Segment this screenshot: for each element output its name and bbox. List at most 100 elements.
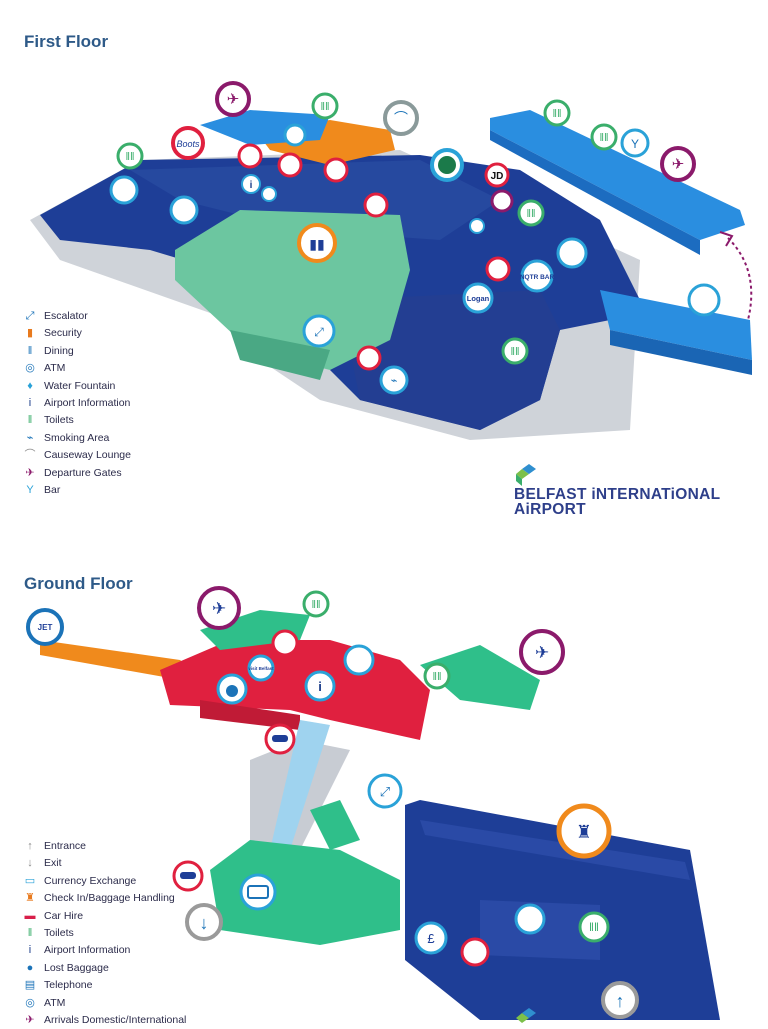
bar-pin[interactable]: Y [620, 128, 650, 158]
ground-right-building[interactable] [420, 645, 540, 710]
dining-pin[interactable] [109, 175, 139, 205]
car-hire-pin[interactable] [264, 723, 296, 755]
nqtr-bar-label: NQTR BAR [520, 274, 555, 281]
shop-pin[interactable] [460, 937, 490, 967]
toilets-pin[interactable]: ǁǁ [501, 337, 529, 365]
security-zone[interactable] [175, 210, 410, 370]
first-floor-pins: ✈ ǁǁ ⌒ Boots ǁǁ JD ǁǁ ǁǁ Y ✈ i ǁǁ ▮▮ NQT… [109, 81, 721, 395]
smoking-pin[interactable] [323, 157, 349, 183]
toilets-pin[interactable]: ǁǁ [543, 99, 571, 127]
dining-pin[interactable] [169, 195, 199, 225]
legend-item-arrivals-domestic-international: ✈Arrivals Domestic/International [22, 1012, 186, 1029]
departure-gates-pin[interactable] [490, 189, 514, 213]
ground-floor-title: Ground Floor [24, 574, 133, 593]
jet-lounge-corridor[interactable] [40, 640, 200, 678]
legend-label: Entrance [44, 840, 87, 852]
information-icon: i [28, 944, 32, 957]
svg-text:£: £ [427, 931, 435, 946]
legend-label: Escalator [44, 310, 88, 322]
information-pin[interactable]: i [304, 670, 336, 702]
boots-pin[interactable]: Boots [171, 126, 205, 160]
exit-pin[interactable]: ↓ [185, 903, 223, 941]
escalator-pin[interactable]: ⤢ [302, 314, 336, 348]
shop-pin[interactable] [271, 629, 299, 657]
departure-pier[interactable] [490, 110, 745, 240]
security-icon: ▮ [26, 327, 34, 340]
atm-icon: ◎ [25, 996, 35, 1009]
legend-item-smoking-area: ⌁Smoking Area [22, 430, 131, 447]
water-fountain-pin[interactable] [687, 283, 721, 317]
departure-gates-pin[interactable]: ✈ [660, 146, 696, 182]
arrivals-pin[interactable]: ✈ [197, 586, 241, 630]
legend-label: Toilets [44, 414, 74, 427]
starbucks-pin[interactable] [430, 148, 464, 182]
smoking-area-pin[interactable]: ⌁ [379, 365, 409, 395]
shop-pin[interactable] [514, 903, 546, 935]
toilets-pin[interactable]: ǁǁ [517, 199, 545, 227]
svg-text:♜: ♜ [576, 822, 592, 842]
toilets-pin[interactable]: ǁǁ [302, 590, 330, 618]
airport-logo-small [516, 1008, 536, 1023]
water-fountain-icon: ♦ [27, 379, 33, 392]
ground-floor-pins: JET ✈ ǁǁ ✈ visit Belfast ǁǁ i ⤢ ♜ ↓ ǁǁ £… [26, 586, 639, 1019]
toilets-pin[interactable]: ǁǁ [116, 142, 144, 170]
logan-pin[interactable]: Logan [462, 282, 494, 314]
telephone-icon: ▤ [24, 979, 36, 992]
lost-baggage-pin[interactable] [216, 673, 248, 705]
shop-pin[interactable] [485, 256, 511, 282]
nqtr-bar-pin[interactable]: NQTR BAR [520, 259, 555, 293]
legend-label: Causeway Lounge [44, 449, 131, 462]
shop-pin[interactable] [356, 345, 382, 371]
legend-item-exit: ↓Exit [22, 855, 186, 872]
jd-label: JD [491, 171, 504, 182]
atm-pin[interactable] [469, 218, 485, 234]
shop-pin[interactable] [237, 143, 263, 169]
legend-item-check-in-baggage-handling: ♜Check In/Baggage Handling [22, 890, 186, 907]
exit-hall[interactable] [210, 840, 400, 945]
visit-belfast-pin[interactable]: visit Belfast [247, 654, 275, 682]
svg-text:↑: ↑ [616, 991, 625, 1011]
shop-pin[interactable] [363, 192, 389, 218]
toilets-pin[interactable]: ǁǁ [423, 662, 451, 690]
jd-pin[interactable]: JD [484, 162, 510, 188]
currency-exchange-pin[interactable] [239, 873, 277, 911]
toilets-pin[interactable]: ǁǁ [311, 92, 339, 120]
entrance-pin[interactable]: ↑ [601, 981, 639, 1019]
svg-text:i: i [318, 679, 322, 694]
svg-text:↓: ↓ [200, 913, 209, 933]
svg-text:ǁǁ: ǁǁ [552, 108, 561, 120]
causeway-lounge-pin[interactable]: ⌒ [383, 100, 419, 136]
security-pin[interactable]: ▮▮ [297, 223, 337, 263]
shop-pin[interactable] [277, 152, 303, 178]
arrivals-icon: ✈ [25, 1013, 35, 1026]
atm-pin[interactable] [261, 186, 277, 202]
toilets-pin[interactable]: ǁǁ [578, 911, 610, 943]
escalator-pin[interactable]: ⤢ [367, 773, 403, 809]
dining-pin[interactable] [556, 237, 588, 269]
arrivals-pin[interactable]: ✈ [519, 629, 565, 675]
svg-text:ǁǁ: ǁǁ [432, 671, 441, 683]
jet-lounge-pin[interactable]: JET [26, 608, 64, 646]
svg-text:✈: ✈ [672, 156, 685, 173]
legend-label: Car Hire [44, 909, 84, 922]
legend-item-dining: ǁ Dining [22, 343, 131, 360]
legend-item-atm: ◎ATM [22, 995, 186, 1012]
information-pin[interactable]: i [241, 174, 261, 194]
car-hire-pin[interactable] [172, 860, 204, 892]
water-fountain-pin[interactable] [283, 123, 307, 147]
brand-wordmark: BELFAST iNTERNATiONAL AiRPORT [514, 487, 720, 518]
toilets-pin[interactable]: ǁǁ [590, 123, 618, 151]
dining-icon: ǁ [27, 344, 33, 357]
visit-belfast-label: visit Belfast [248, 666, 274, 671]
legend-label: Dining [44, 344, 74, 357]
svg-text:▮▮: ▮▮ [309, 236, 324, 252]
check-in-pin[interactable]: ♜ [556, 803, 612, 859]
shop-pin[interactable] [343, 644, 375, 676]
svg-text:ǁǁ: ǁǁ [589, 920, 599, 934]
atm-pin[interactable]: £ [414, 921, 448, 955]
legend-label: ATM [44, 362, 66, 375]
legend-item-entrance: ↑Entrance [22, 838, 186, 855]
logan-label: Logan [467, 294, 490, 303]
departure-gates-pin[interactable]: ✈ [215, 81, 251, 117]
